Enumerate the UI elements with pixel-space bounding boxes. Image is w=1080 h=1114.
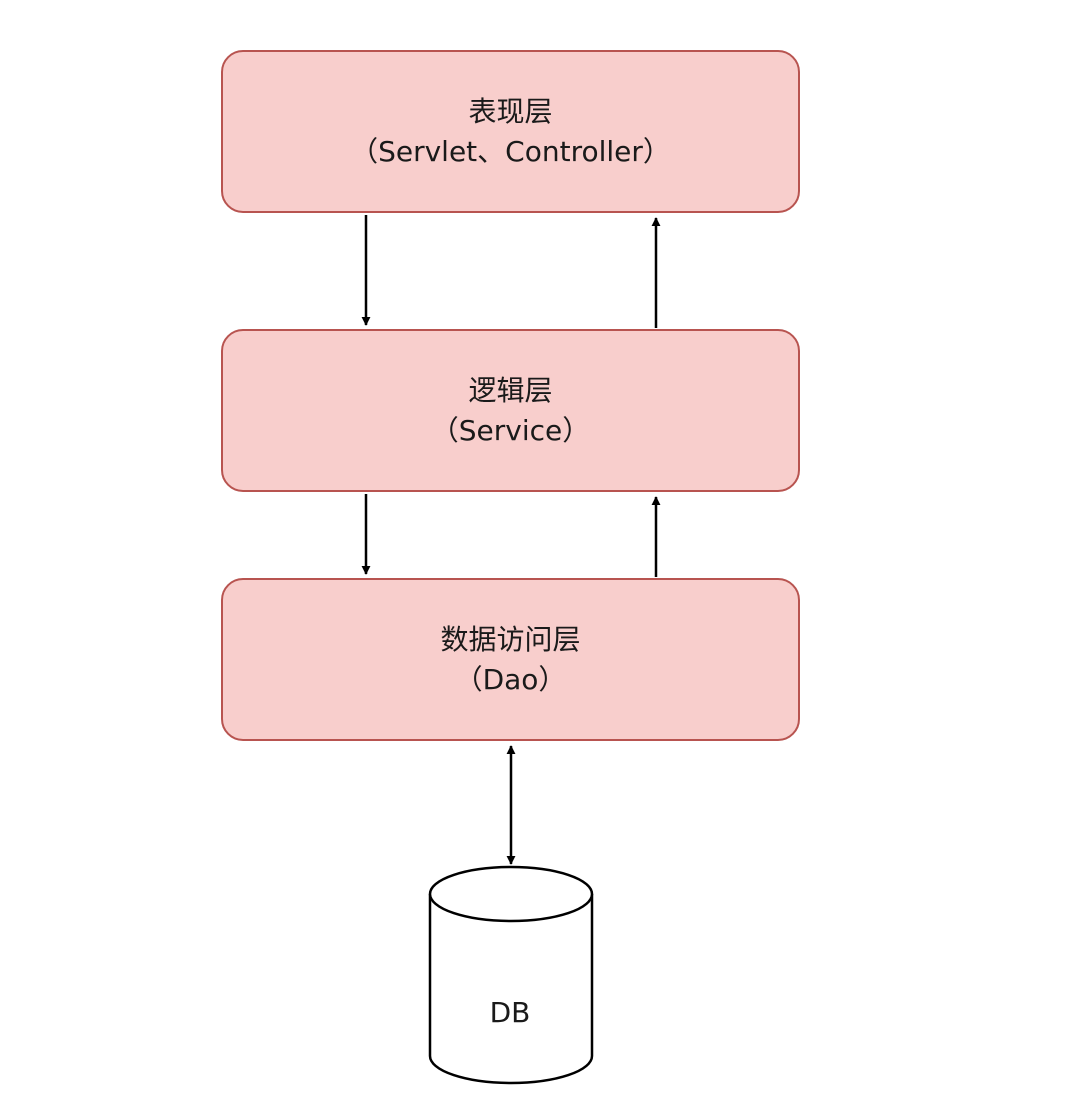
presentation-layer-subtitle: （Servlet、Controller） — [350, 134, 671, 168]
dao-layer-title: 数据访问层 — [440, 622, 581, 656]
database-label: DB — [489, 996, 531, 1029]
dao-layer-box: 数据访问层 （Dao） — [221, 578, 800, 741]
logic-layer-box: 逻辑层 （Service） — [221, 329, 800, 492]
logic-layer-title: 逻辑层 — [468, 373, 553, 407]
database-cylinder — [428, 865, 594, 1085]
dao-layer-subtitle: （Dao） — [454, 662, 567, 696]
presentation-layer-box: 表现层 （Servlet、Controller） — [221, 50, 800, 213]
logic-layer-subtitle: （Service） — [430, 413, 591, 447]
presentation-layer-title: 表现层 — [468, 94, 553, 128]
